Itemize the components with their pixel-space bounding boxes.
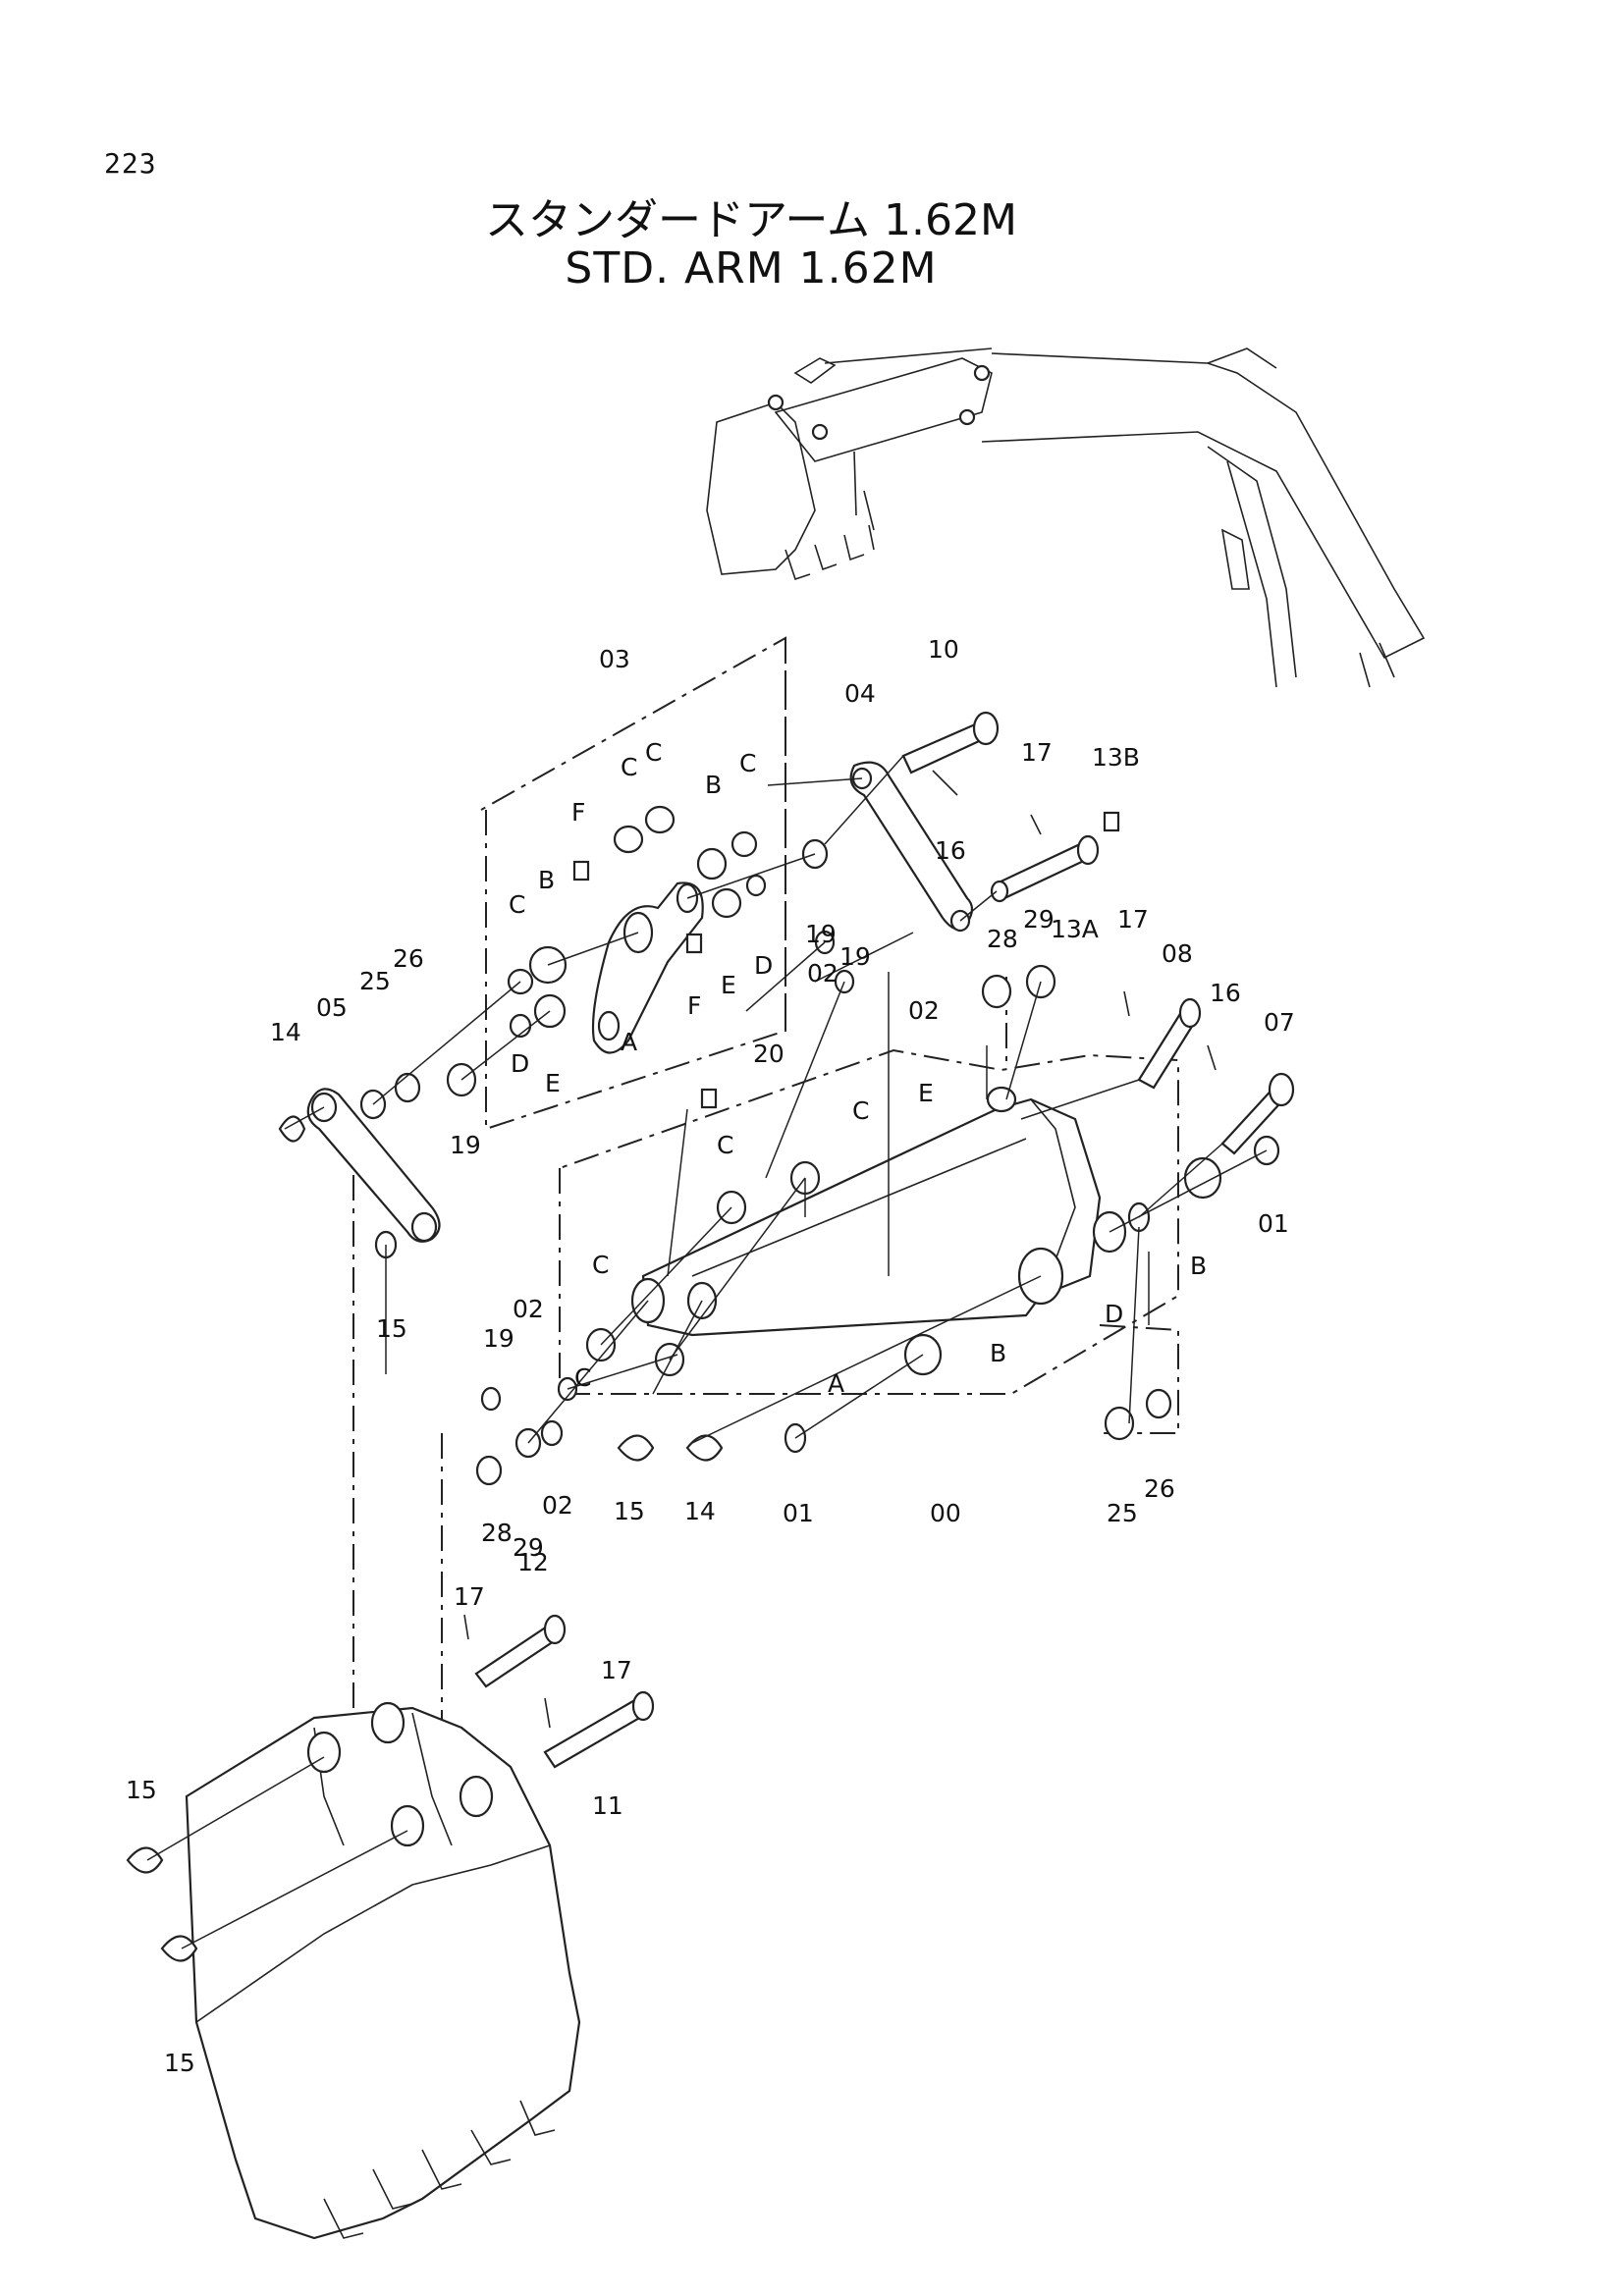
- label-C-b: C: [645, 738, 662, 767]
- label-17-lower-b: 17: [601, 1656, 632, 1684]
- label-15-b: 15: [614, 1497, 645, 1525]
- label-16-top: 16: [935, 836, 966, 865]
- label-05: 05: [316, 993, 348, 1022]
- bucket-snap-ring-2: [160, 1935, 198, 1962]
- label-01-a: 01: [1258, 1209, 1289, 1238]
- label-28-b: 28: [481, 1519, 513, 1547]
- label-B-3: B: [1190, 1252, 1207, 1280]
- label-E-a: E: [721, 971, 736, 999]
- label-25-a: 25: [359, 967, 391, 995]
- label-E-1: E: [545, 1069, 561, 1097]
- label-10: 10: [928, 635, 959, 664]
- title-english: STD. ARM 1.62M: [565, 243, 938, 294]
- label-02-a: 02: [807, 959, 839, 988]
- label-C-4: C: [592, 1251, 609, 1279]
- label-17-lower-a: 17: [454, 1582, 485, 1611]
- label-16-mid: 16: [1210, 979, 1241, 1007]
- label-17-top: 17: [1021, 738, 1053, 767]
- label-29-a: 29: [1023, 905, 1055, 934]
- label-15-a: 15: [376, 1314, 407, 1343]
- part-11-pin: [543, 1690, 655, 1769]
- label-F-1: F: [571, 798, 585, 827]
- label-01-b: 01: [783, 1499, 814, 1527]
- label-26-b: 26: [1144, 1474, 1175, 1503]
- label-E-2: E: [918, 1079, 934, 1107]
- part-13A-pin: [990, 811, 1120, 903]
- label-A-1: A: [621, 1028, 637, 1056]
- part-03-link: [591, 881, 704, 1054]
- label-D-1: D: [511, 1049, 529, 1078]
- label-19-d: 19: [483, 1324, 514, 1353]
- label-04: 04: [844, 679, 876, 708]
- label-B-4: B: [990, 1339, 1006, 1367]
- label-19-c: 19: [839, 942, 871, 971]
- label-A-2: A: [828, 1369, 844, 1398]
- bucket-snap-ring-1: [126, 1846, 164, 1874]
- label-D-2: D: [1105, 1300, 1123, 1328]
- label-14-b: 14: [684, 1497, 716, 1525]
- label-26-a: 26: [393, 944, 424, 973]
- label-13A: 13A: [1051, 915, 1099, 943]
- part-05-side-link: [278, 1088, 441, 1243]
- label-08: 08: [1162, 939, 1193, 968]
- label-D-a: D: [754, 951, 773, 980]
- label-11: 11: [592, 1791, 623, 1820]
- leader-lines: [146, 755, 1268, 1949]
- title-japanese: スタンダードアーム 1.62M: [485, 195, 1017, 245]
- label-19-a: 19: [805, 920, 837, 948]
- label-03: 03: [599, 645, 630, 673]
- label-20: 20: [753, 1040, 784, 1068]
- label-15-d: 15: [164, 2049, 195, 2077]
- label-C-a: C: [621, 753, 637, 781]
- label-28-a: 28: [987, 925, 1018, 953]
- part-labels: 03 10 04 17 13B 16 13A C C B C F C B 19 …: [126, 635, 1295, 2077]
- label-C-2: C: [717, 1131, 733, 1159]
- label-C-1: C: [509, 890, 525, 919]
- label-13B: 13B: [1092, 743, 1140, 772]
- label-00: 00: [930, 1499, 961, 1527]
- part-00-arm: [630, 1086, 1151, 1337]
- label-15-c: 15: [126, 1776, 157, 1804]
- part-07-pin: [1207, 1044, 1295, 1155]
- label-C-c: C: [739, 749, 756, 777]
- page-number: 223: [104, 147, 157, 180]
- label-19-b: 19: [450, 1131, 481, 1159]
- label-02-d: 02: [542, 1491, 573, 1520]
- label-14-a: 14: [270, 1018, 301, 1046]
- machine-overview-sketch: [706, 347, 1426, 688]
- part-08-pin: [1123, 990, 1202, 1090]
- part-12-pin: [463, 1614, 567, 1688]
- label-C-3: C: [852, 1096, 869, 1125]
- label-25-b: 25: [1107, 1499, 1138, 1527]
- label-F-2: F: [687, 991, 701, 1020]
- label-07: 07: [1264, 1008, 1295, 1037]
- label-C-5: C: [574, 1363, 591, 1392]
- label-12: 12: [517, 1548, 549, 1576]
- label-02-b: 02: [908, 996, 940, 1025]
- label-B-2: B: [538, 866, 555, 894]
- part-10-pin: [901, 711, 1000, 796]
- label-17-mid: 17: [1117, 905, 1149, 934]
- bucket: [185, 1701, 581, 2240]
- group-00-boundary: [559, 1048, 1179, 1395]
- label-29-b: 29: [513, 1533, 544, 1562]
- label-02-c: 02: [513, 1295, 544, 1323]
- bushings-group-03: [507, 805, 829, 1039]
- label-B-1: B: [705, 771, 722, 799]
